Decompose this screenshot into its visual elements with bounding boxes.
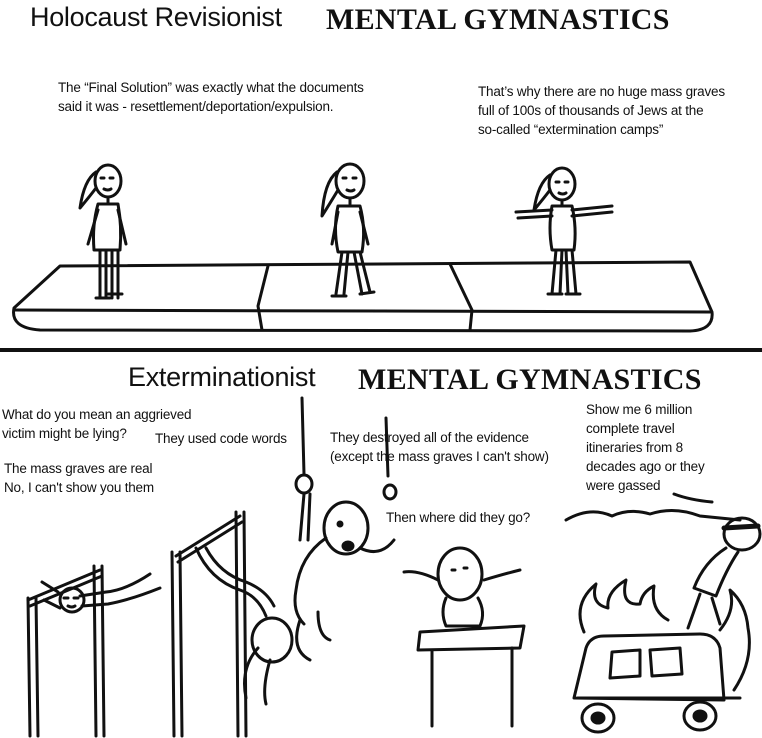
caption-line: complete travel [586,421,675,436]
caption-final-solution: The “Final Solution” was exactly what th… [58,78,364,116]
caption-line: (except the mass graves I can't show) [330,449,549,464]
caption-line: so-called “extermination camps” [478,122,664,137]
gymnast-on-uneven-bars [172,512,292,736]
top-title-main: MENTAL GYMNASTICS [326,3,670,36]
caption-line: Show me 6 million [586,402,693,417]
burning-van [566,494,760,732]
gymnast-on-high-bar [28,566,160,736]
caption-where-did-they-go: Then where did they go? [386,510,530,525]
caption-destroyed-evidence: They destroyed all of the evidence (exce… [330,428,549,466]
gym-mat [14,262,713,331]
caption-line: full of 100s of thousands of Jews at the [478,103,704,118]
gymnast-on-pommel-horse [404,548,524,726]
caption-line: itineraries from 8 [586,440,683,455]
caption-line: No, I can't show you them [4,480,154,495]
caption-line: What do you mean an aggrieved [2,407,192,422]
gymnast-girl-standing-middle [322,164,374,296]
top-title-prefix: Holocaust Revisionist [30,2,282,32]
gymnast-girl-arms-out-right [516,168,612,294]
caption-line: They destroyed all of the evidence [330,430,529,445]
gymnast-on-rings [295,398,396,660]
caption-line: said it was - resettlement/deportation/e… [58,99,334,114]
caption-line: were gassed [586,478,661,493]
caption-line: The mass graves are real [4,461,153,476]
caption-six-million: Show me 6 million complete travel itiner… [586,400,705,495]
panel-divider [0,348,762,352]
caption-aggrieved-victim: What do you mean an aggrieved victim mig… [2,405,192,443]
caption-code-words: They used code words [155,431,287,446]
caption-no-mass-graves: That’s why there are no huge mass graves… [478,82,725,139]
caption-line: The “Final Solution” was exactly what th… [58,80,364,95]
caption-mass-graves-real: The mass graves are real No, I can't sho… [4,459,154,497]
caption-line: decades ago or they [586,459,705,474]
caption-line: victim might be lying? [2,426,127,441]
bottom-title-prefix: Exterminationist [128,362,316,392]
gymnast-girl-standing-left [80,165,126,298]
caption-line: That’s why there are no huge mass graves [478,84,725,99]
bottom-title-main: MENTAL GYMNASTICS [358,363,702,396]
